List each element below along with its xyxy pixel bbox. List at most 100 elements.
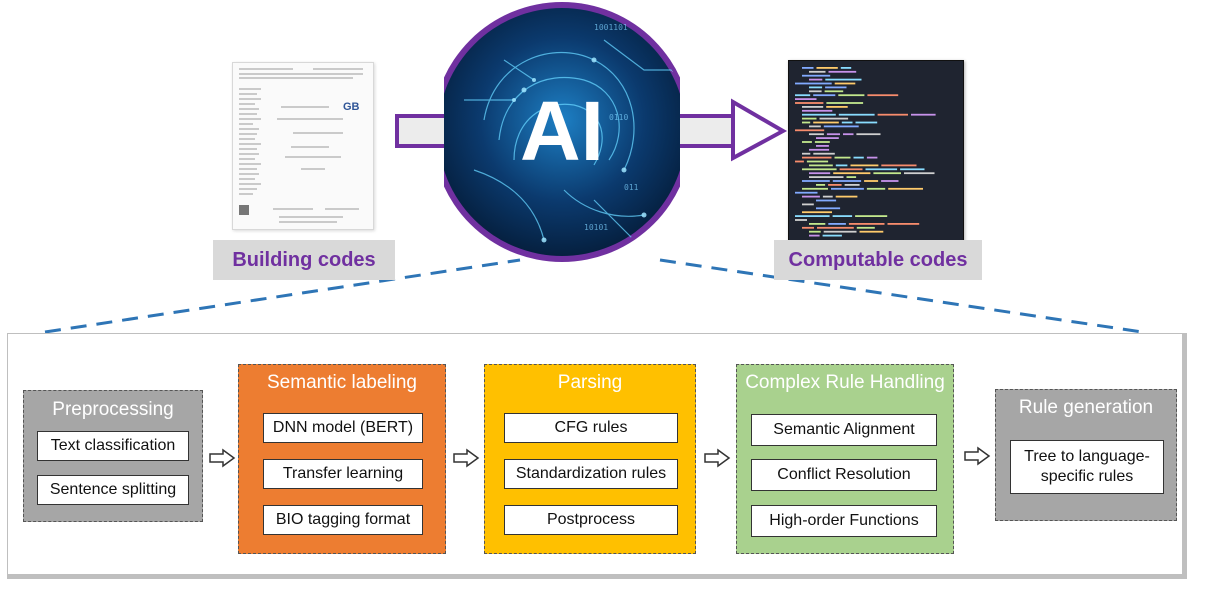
- code-line-segment: [802, 226, 814, 229]
- code-line-segment: [809, 234, 820, 237]
- code-line-segment: [809, 223, 826, 225]
- code-line-segment: [831, 187, 864, 190]
- code-line-segment: [809, 86, 823, 89]
- code-line-segment: [816, 67, 838, 69]
- code-line-segment: [802, 156, 832, 159]
- svg-text:0110: 0110: [609, 113, 628, 122]
- code-line-segment: [855, 121, 878, 124]
- code-line-segment: [816, 207, 841, 210]
- code-line-segment: [795, 160, 804, 163]
- code-line-segment: [823, 125, 859, 128]
- code-line-segment: [816, 184, 826, 186]
- item-semantic-alignment: Semantic Alignment: [751, 414, 937, 446]
- code-line-segment: [809, 125, 821, 128]
- ai-text: AI: [520, 84, 604, 178]
- code-line-segment: [816, 145, 829, 147]
- code-line-segment: [795, 215, 830, 217]
- svg-text:10101: 10101: [584, 223, 608, 232]
- code-line-segment: [859, 230, 884, 233]
- item-postprocess: Postprocess: [504, 505, 678, 535]
- code-line-segment: [866, 156, 878, 159]
- code-line-segment: [825, 78, 862, 81]
- code-line-segment: [795, 129, 825, 132]
- code-line-segment: [832, 180, 862, 182]
- stage-preprocessing: Preprocessing Text classification Senten…: [23, 390, 203, 522]
- code-line-segment: [828, 70, 857, 73]
- code-line-segment: [841, 121, 853, 124]
- code-line-segment: [802, 141, 812, 143]
- code-line-segment: [855, 215, 888, 217]
- code-line-segment: [802, 168, 837, 171]
- code-line-segment: [873, 172, 901, 175]
- code-line-segment: [835, 164, 848, 167]
- code-line-segment: [828, 184, 842, 186]
- computable-codes-label: Computable codes: [774, 240, 982, 280]
- code-line-segment: [813, 94, 836, 97]
- code-line-segment: [802, 117, 817, 120]
- code-line-segment: [844, 184, 860, 186]
- item-bio-tagging: BIO tagging format: [263, 505, 423, 535]
- code-line-segment: [802, 203, 814, 206]
- code-line-segment: [806, 160, 829, 163]
- stage-complex-rule-handling: Complex Rule Handling Semantic Alignment…: [736, 364, 954, 554]
- stage-parsing: Parsing CFG rules Standardization rules …: [484, 364, 696, 554]
- code-line-segment: [846, 176, 857, 178]
- code-line-segment: [843, 133, 854, 136]
- code-line-segment: [809, 172, 831, 175]
- code-line-segment: [834, 82, 856, 85]
- gb-badge: GB: [343, 101, 360, 113]
- building-code-document: GB: [232, 62, 374, 230]
- code-line-segment: [802, 187, 828, 190]
- item-high-order-functions: High-order Functions: [751, 505, 937, 537]
- code-lines: [795, 67, 936, 237]
- code-line-segment: [887, 223, 920, 225]
- code-line-segment: [834, 156, 851, 159]
- svg-text:011: 011: [624, 183, 639, 192]
- code-line-segment: [822, 195, 833, 198]
- code-line-segment: [823, 230, 857, 233]
- code-line-segment: [813, 152, 835, 155]
- code-line-segment: [856, 133, 881, 136]
- code-line-segment: [832, 215, 853, 217]
- code-line-segment: [848, 223, 885, 225]
- code-line-segment: [850, 164, 879, 167]
- code-line-segment: [809, 70, 826, 73]
- code-line-segment: [828, 223, 846, 225]
- code-line-segment: [900, 168, 925, 171]
- code-line-segment: [816, 199, 837, 202]
- code-line-segment: [809, 133, 824, 136]
- stage-title-rule-generation: Rule generation: [1018, 397, 1154, 418]
- code-line-segment: [802, 67, 814, 69]
- document-thumbnail-lines: [239, 68, 363, 223]
- item-text-classification: Text classification: [37, 431, 189, 461]
- code-line-segment: [822, 234, 842, 237]
- hollow-right-arrow-icon: [704, 448, 731, 468]
- building-codes-label: Building codes: [213, 240, 395, 280]
- code-line-segment: [888, 187, 923, 190]
- code-line-segment: [867, 94, 899, 97]
- code-line-segment: [816, 137, 839, 139]
- code-line-segment: [809, 78, 823, 81]
- zoom-connector-lines: [44, 258, 1143, 334]
- code-line-segment: [802, 109, 833, 112]
- code-line-segment: [819, 117, 849, 120]
- code-line-segment: [881, 180, 899, 182]
- code-line-segment: [839, 168, 863, 171]
- item-dnn-model: DNN model (BERT): [263, 413, 423, 443]
- code-line-segment: [835, 195, 858, 198]
- item-sentence-splitting: Sentence splitting: [37, 475, 189, 505]
- code-line-segment: [809, 230, 821, 233]
- code-line-segment: [795, 102, 824, 104]
- code-line-segment: [802, 152, 811, 155]
- code-line-segment: [802, 180, 830, 182]
- code-line-segment: [881, 164, 917, 167]
- item-transfer-learning: Transfer learning: [263, 459, 423, 489]
- code-line-segment: [795, 219, 807, 221]
- code-line-segment: [824, 90, 844, 93]
- code-line-segment: [814, 141, 830, 143]
- code-line-segment: [853, 156, 864, 159]
- stage-title-preprocessing: Preprocessing: [52, 399, 174, 420]
- code-line-segment: [840, 67, 852, 69]
- stage-title-parsing: Parsing: [557, 372, 623, 393]
- code-line-segment: [866, 187, 886, 190]
